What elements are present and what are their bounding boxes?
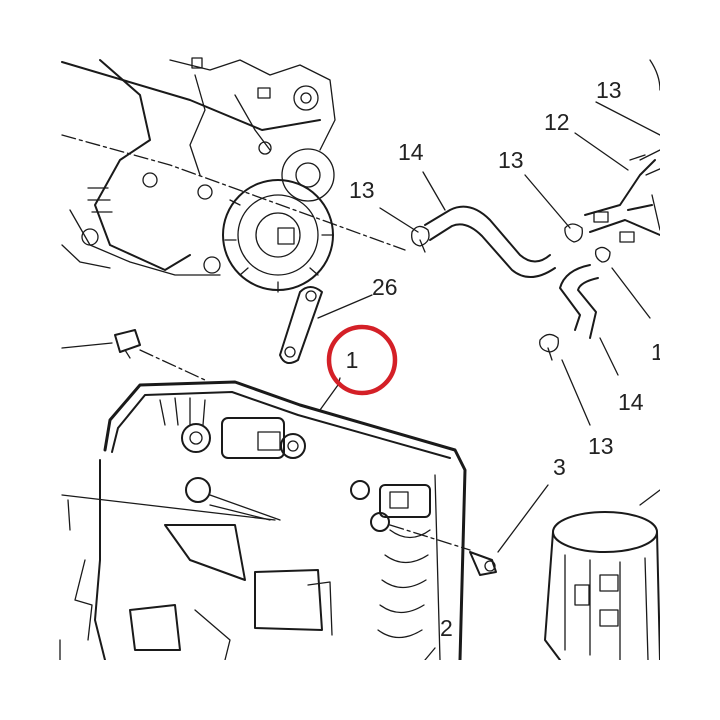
screw-left [61,329,206,381]
housing-part [544,489,661,661]
hose-assembly [411,59,663,361]
callout-14-hose-lower: 14 [618,389,644,415]
frame-mask-bottom [0,660,720,720]
callout-14-hose-upper: 14 [398,139,424,165]
panel-part-1 [59,380,471,662]
callout-12-connector: 12 [544,109,570,135]
highlight-circle [326,324,398,396]
callout-1-panel: 1 [346,347,359,373]
screw-part-3 [469,551,497,576]
callout-13-clamp-bottom: 13 [588,433,614,459]
link-plate [279,286,323,365]
callout-26-link: 26 [372,274,398,300]
engine-case-drawing [61,57,406,293]
callout-13-clamp-left: 13 [349,177,375,203]
frame-mask-right [660,0,720,720]
callout-2-housing: 2 [440,615,453,641]
callout-13-clamp-top: 13 [498,147,524,173]
callout-13-clamp-topright: 13 [596,77,622,103]
leader-lines [317,101,661,661]
callout-3-screw: 3 [553,454,566,480]
